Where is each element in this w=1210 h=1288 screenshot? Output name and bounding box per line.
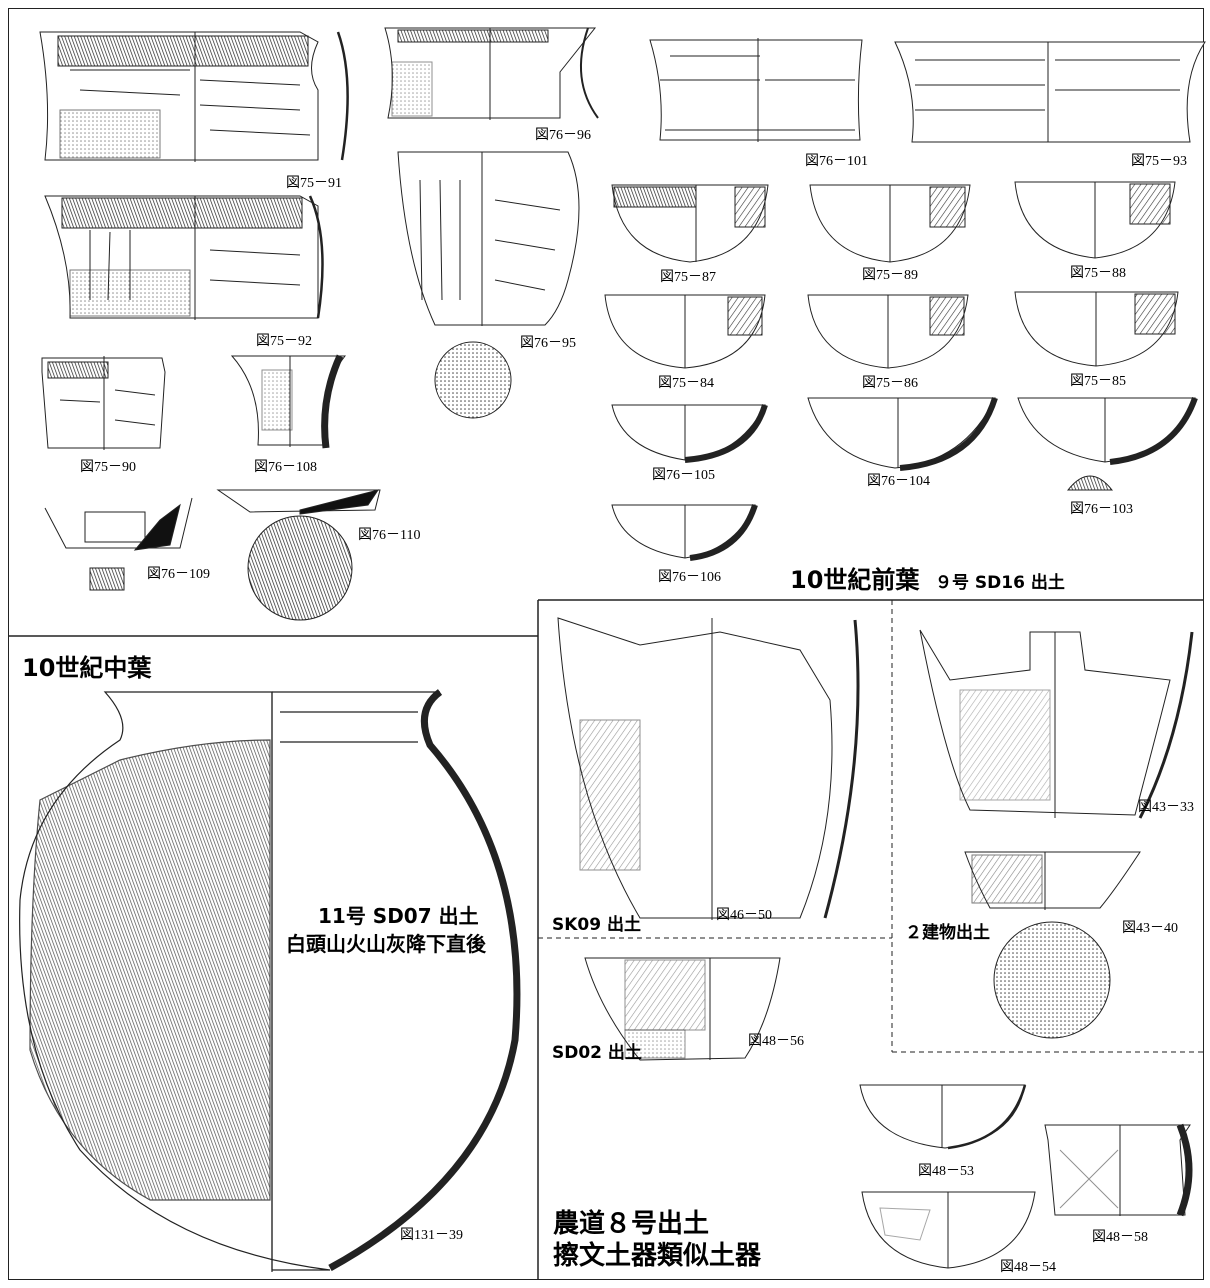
vessel-46-50 xyxy=(557,617,860,920)
vessel-76-101 xyxy=(649,38,863,142)
figure-label-46-50: 図46－50 xyxy=(716,908,772,923)
vessel-43-33 xyxy=(919,629,1194,819)
road8-title: 農道８号出土 擦文土器類似土器 xyxy=(553,1208,761,1272)
figure-label-75-90: 図75－90 xyxy=(80,460,136,475)
early-10c-heading: 10世紀前葉 ９号 SD16 出土 xyxy=(790,560,1065,595)
sk09-title: SK09 出土 xyxy=(552,915,641,935)
vessel-48-54 xyxy=(861,1191,1036,1269)
mid-10c-title: 10世紀中葉 xyxy=(22,654,152,682)
figure-label-76-103: 図76－103 xyxy=(1070,502,1133,517)
vessel-75-91 xyxy=(39,31,349,162)
figure-label-76-110: 図76－110 xyxy=(358,528,421,543)
vessel-75-93 xyxy=(894,41,1206,143)
vessel-75-92 xyxy=(44,195,324,320)
early-10c-subtitle: ９号 SD16 出土 xyxy=(934,573,1065,593)
vessel-76-109 xyxy=(44,497,193,591)
early-10c-title: 10世紀前葉 xyxy=(790,566,920,594)
figure-label-76-105: 図76－105 xyxy=(652,468,715,483)
sd07-label-line1: 11号 SD07 出土 xyxy=(318,904,479,928)
vessel-76-96 xyxy=(384,27,599,120)
bowl-76-103 xyxy=(1017,396,1198,491)
figure-label-76-104: 図76－104 xyxy=(867,474,930,489)
vessel-76-95 xyxy=(397,151,580,419)
sd07-label-line2: 白頭山火山灰降下直後 xyxy=(286,932,486,956)
figure-label-75-84: 図75－84 xyxy=(658,376,714,391)
figure-label-75-89: 図75－89 xyxy=(862,268,918,283)
figure-label-76-95: 図76－95 xyxy=(520,336,576,351)
vessel-76-110 xyxy=(216,489,381,621)
vessel-43-40 xyxy=(964,851,1141,1039)
bowl-76-105 xyxy=(611,404,768,463)
figure-label-76-101: 図76－101 xyxy=(805,154,868,169)
road8-line1: 農道８号出土 xyxy=(553,1209,710,1239)
figure-label-75-85: 図75－85 xyxy=(1070,374,1126,389)
figure-label-48-54: 図48－54 xyxy=(1000,1260,1056,1275)
bowl-75-85 xyxy=(1014,291,1179,367)
figure-label-76-108: 図76－108 xyxy=(254,460,317,475)
figure-label-131-39: 図131－39 xyxy=(400,1228,463,1243)
figure-label-76-96: 図76－96 xyxy=(535,128,591,143)
figure-label-75-91: 図75－91 xyxy=(286,176,342,191)
vessel-48-53 xyxy=(859,1084,1027,1150)
vessel-131-39 xyxy=(19,689,521,1272)
figure-label-48-56: 図48－56 xyxy=(748,1034,804,1049)
figure-label-75-92: 図75－92 xyxy=(256,334,312,349)
vessel-76-108 xyxy=(230,354,347,449)
bowl-75-88 xyxy=(1014,181,1176,259)
figure-label-75-88: 図75－88 xyxy=(1070,266,1126,281)
figure-label-48-58: 図48－58 xyxy=(1092,1230,1148,1245)
figure-label-43-33: 図43－33 xyxy=(1138,800,1194,815)
figure-label-75-87: 図75－87 xyxy=(660,270,716,285)
bowl-76-106 xyxy=(611,504,758,561)
figure-label-75-86: 図75－86 xyxy=(862,376,918,391)
figure-label-75-93: 図75－93 xyxy=(1131,154,1187,169)
bowl-75-89 xyxy=(809,184,971,263)
section-dividers xyxy=(8,599,1204,1280)
figure-label-48-53: 図48－53 xyxy=(918,1164,974,1179)
figure-label-43-40: 図43－40 xyxy=(1122,921,1178,936)
bowl-76-104 xyxy=(807,397,998,471)
plate-frame xyxy=(8,8,1204,1280)
bowl-75-87 xyxy=(611,184,769,263)
figure-label-76-106: 図76－106 xyxy=(658,570,721,585)
figure-label-76-109: 図76－109 xyxy=(147,567,210,582)
sd02-title: SD02 出土 xyxy=(552,1043,642,1063)
vessel-48-58 xyxy=(1044,1123,1193,1217)
dashed-dividers xyxy=(538,600,1204,1053)
vessel-48-56 xyxy=(584,957,781,1061)
vessel-75-90 xyxy=(41,356,166,450)
bowl-75-84 xyxy=(604,294,766,369)
bldg2-title: ２建物出土 xyxy=(905,923,990,943)
road8-line2: 擦文土器類似土器 xyxy=(553,1241,762,1271)
bowl-75-86 xyxy=(807,294,969,369)
